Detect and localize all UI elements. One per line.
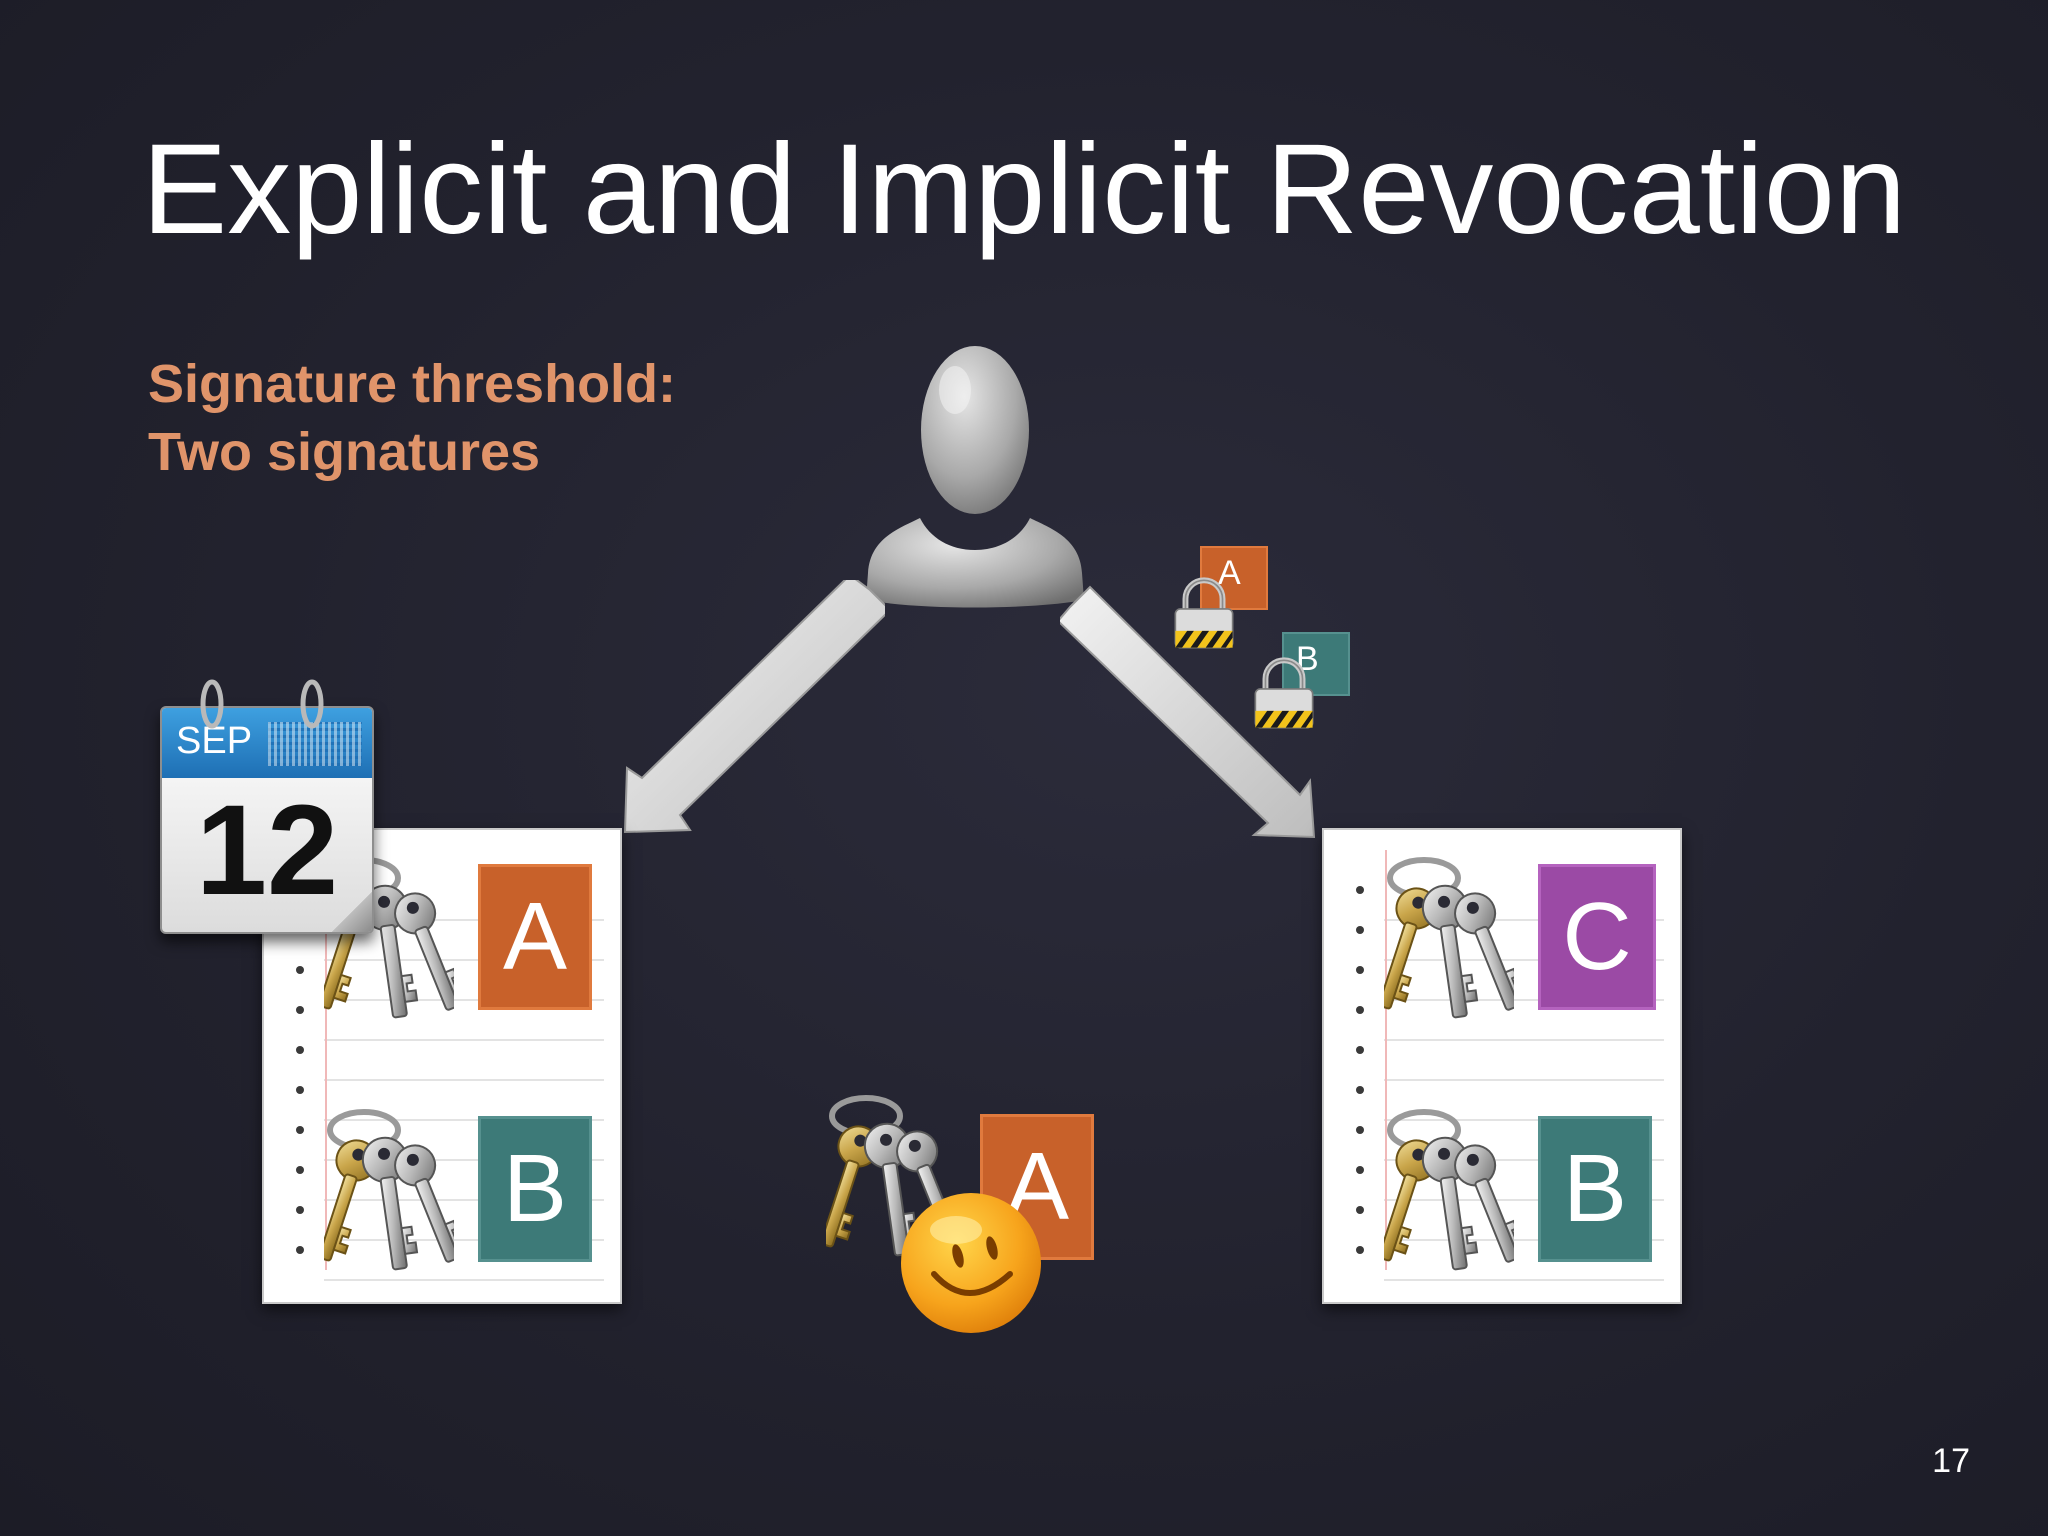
smiley-icon bbox=[901, 1193, 1041, 1333]
signature-a-label: A bbox=[1218, 554, 1241, 592]
key-c-tile: C bbox=[1538, 864, 1656, 1010]
calendar-page-curl bbox=[332, 892, 372, 932]
key-b-tile: B bbox=[478, 1116, 592, 1262]
padlock-icon bbox=[1252, 652, 1316, 736]
threshold-line-2: Two signatures bbox=[148, 422, 541, 482]
keys-icon bbox=[1384, 856, 1514, 1046]
slide-number: 17 bbox=[1932, 1442, 1970, 1480]
left-keyring-notepad: A B bbox=[262, 828, 622, 1304]
keys-icon bbox=[1384, 1108, 1514, 1298]
key-c-label: C bbox=[1562, 883, 1632, 990]
calendar-rings bbox=[200, 679, 324, 729]
slide-title: Explicit and Implicit Revocation bbox=[141, 118, 1907, 261]
signature-threshold-text: Signature threshold: Two signatures bbox=[148, 350, 676, 486]
padlock-icon bbox=[1172, 572, 1236, 656]
key-b-label: B bbox=[1562, 1135, 1628, 1242]
keys-icon bbox=[324, 1108, 454, 1298]
user-silhouette-icon bbox=[866, 346, 1084, 608]
key-b-tile: B bbox=[1538, 1116, 1652, 1262]
threshold-line-1: Signature threshold: bbox=[148, 354, 677, 414]
calendar-icon: SEP 12 bbox=[160, 706, 374, 934]
arrow-to-left-keyring bbox=[623, 580, 885, 834]
key-a-tile: A bbox=[478, 864, 592, 1010]
signature-a-tile: A bbox=[1200, 546, 1268, 610]
key-a-label: A bbox=[502, 883, 568, 990]
calendar-header: SEP bbox=[162, 708, 372, 778]
arrow-to-right-keyring bbox=[1060, 585, 1316, 839]
mini-calendar-grid bbox=[268, 722, 362, 766]
right-keyring-notepad: C B bbox=[1322, 828, 1682, 1304]
key-b-label: B bbox=[502, 1135, 568, 1242]
calendar-day: 12 bbox=[195, 779, 339, 922]
